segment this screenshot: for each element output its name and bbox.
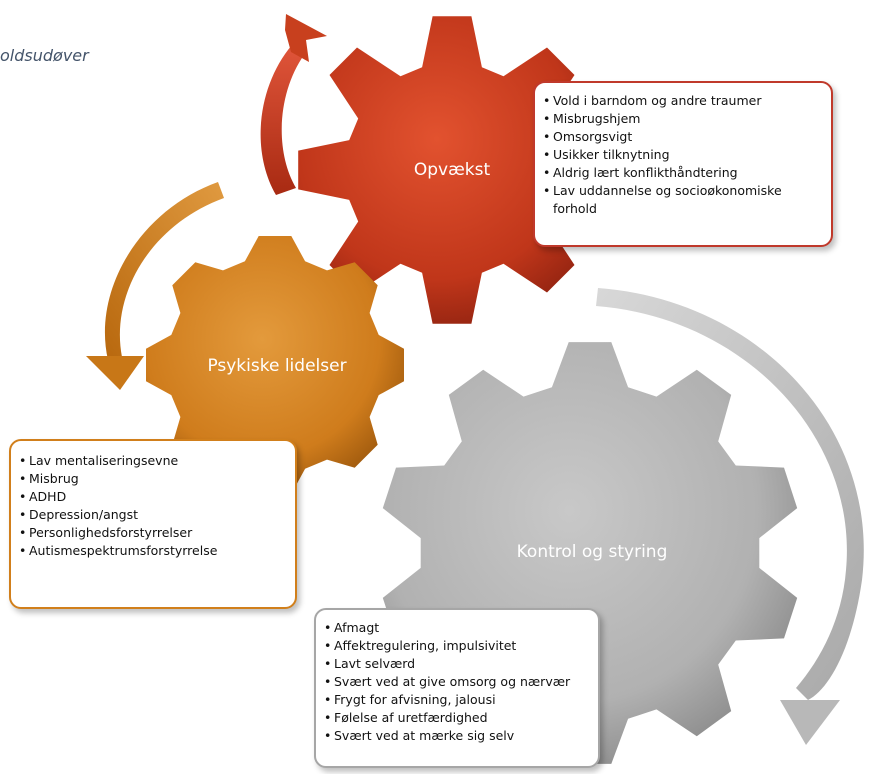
list-item: Personlighedsforstyrrelser <box>19 524 287 542</box>
list-item: ADHD <box>19 488 287 506</box>
list-item: Affektregulering, impulsivitet <box>324 637 590 655</box>
gear-label-psykiske: Psykiske lidelser <box>207 356 346 376</box>
gear-label-opvaekst: Opvækst <box>414 160 491 180</box>
info-box-kontrol: Afmagt Affektregulering, impulsivitet La… <box>314 608 600 768</box>
list-item: Depression/angst <box>19 506 287 524</box>
list-item: Lav mentaliseringsevne <box>19 452 287 470</box>
list-item: Vold i barndom og andre traumer <box>543 92 823 110</box>
arrow-orange <box>86 182 224 390</box>
arrow-red <box>260 14 327 195</box>
list-item: Autismespektrumsforstyrrelse <box>19 542 287 560</box>
list-item: Lavt selværd <box>324 655 590 673</box>
list-item: Svært ved at give omsorg og nærvær <box>324 673 590 691</box>
list-item: Misbrugshjem <box>543 110 823 128</box>
list-item: Svært ved at mærke sig selv <box>324 727 590 745</box>
gear-opvaekst <box>298 16 606 324</box>
info-box-opvaekst: Vold i barndom og andre traumer Misbrugs… <box>533 81 833 247</box>
arrow-gray <box>596 288 864 745</box>
list-item: Frygt for afvisning, jalousi <box>324 691 590 709</box>
gear-psykiske <box>146 236 404 494</box>
caption-text: oldsudøver <box>0 46 89 65</box>
info-box-psykiske: Lav mentaliseringsevne Misbrug ADHD Depr… <box>9 439 297 609</box>
list-item: Usikker tilknytning <box>543 146 823 164</box>
list-item: Afmagt <box>324 619 590 637</box>
list-item: Aldrig lært konflikthåndtering <box>543 164 823 182</box>
list-item: Følelse af uretfærdighed <box>324 709 590 727</box>
gear-label-kontrol: Kontrol og styring <box>517 542 668 562</box>
list-item: Misbrug <box>19 470 287 488</box>
list-item: Lav uddannelse og socioøkonomiske forhol… <box>543 182 823 218</box>
list-item: Omsorgsvigt <box>543 128 823 146</box>
